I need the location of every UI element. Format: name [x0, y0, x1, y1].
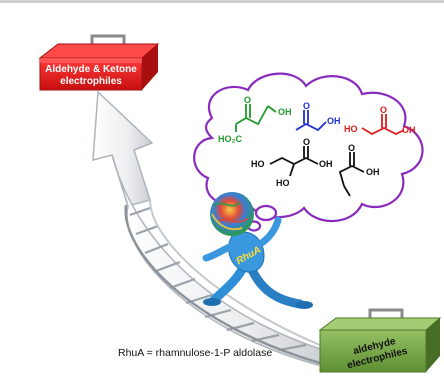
- molecule-5: [338, 152, 365, 197]
- caption: RhuA = rhamnulose-1-P aldolase: [118, 347, 272, 359]
- molecule-3: [361, 114, 405, 136]
- top-border: [0, 0, 444, 3]
- m5-o-label: O: [348, 143, 355, 153]
- ascending-arrow: [92, 90, 333, 366]
- red-toolbox: [38, 34, 160, 91]
- m4-ho-bottom-label: HO: [276, 178, 290, 188]
- m1-acid-label: HO₂C: [218, 134, 242, 144]
- molecule-1: [235, 104, 277, 132]
- green-toolbox: [318, 308, 442, 373]
- m3-oh-label: OH: [402, 125, 416, 135]
- m5-oh-label: OH: [366, 167, 380, 177]
- molecule-2: [295, 110, 327, 132]
- m3-ho-label: HO: [344, 124, 358, 134]
- molecule-4: [269, 146, 319, 177]
- red-box-label-line2: electrophiles: [60, 76, 122, 87]
- m2-o-label: O: [303, 101, 310, 111]
- m4-oh-label: OH: [319, 159, 333, 169]
- m3-o-label: O: [380, 105, 387, 115]
- m4-o-label: O: [303, 137, 310, 147]
- climbing-figure: [202, 192, 313, 309]
- m4-ho-left-label: HO: [251, 159, 265, 169]
- red-box-label-line1: Aldehyde & Ketone: [45, 64, 137, 75]
- m2-oh-label: OH: [327, 116, 341, 126]
- m1-oh-label: OH: [278, 107, 292, 117]
- m1-o-label: O: [244, 95, 251, 105]
